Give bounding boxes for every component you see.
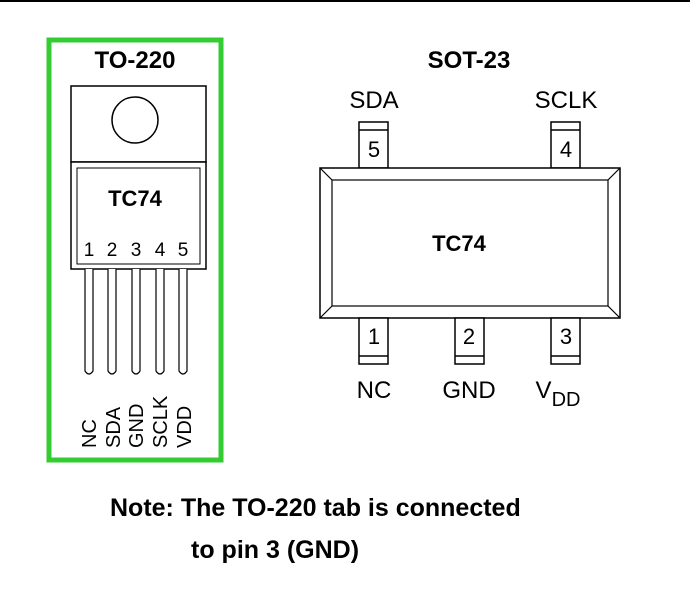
- to220-lead: [84, 269, 94, 375]
- sot23-body: [319, 167, 621, 319]
- to220-pin-name-nc: NC: [79, 419, 101, 448]
- to220-pin-name-sda: SDA: [103, 406, 125, 448]
- sot23-pin-name-sclk: SCLK: [535, 87, 598, 114]
- to220-mounting-hole: [111, 96, 159, 144]
- note-line-1: Note: The TO-220 tab is connected: [110, 494, 521, 522]
- to220-lead: [178, 269, 188, 375]
- sot23-chip-label: TC74: [432, 231, 487, 256]
- to220-lead: [107, 269, 117, 375]
- sot23-pin-name-vdd: VDD: [536, 377, 581, 411]
- sot23-pin-name-gnd: GND: [442, 377, 495, 404]
- sot23-pin-number-1: 1: [368, 324, 380, 349]
- to220-pin-number: 5: [178, 240, 189, 261]
- sot23-package: SOT-23 SDA SCLK 5 4 TC74 1 2 3 NC: [319, 47, 621, 411]
- to220-lead: [155, 269, 165, 375]
- to220-title: TO-220: [95, 47, 176, 74]
- to220-pin-number: 3: [131, 240, 142, 261]
- to220-lead: [131, 269, 141, 375]
- to220-leads: [84, 269, 188, 375]
- to220-chip-label: TC74: [108, 186, 163, 211]
- to220-pin-number: 4: [155, 240, 166, 261]
- sot23-pin-number-5: 5: [368, 137, 380, 162]
- sot23-pin-number-4: 4: [560, 137, 572, 162]
- sot23-pin-number-3: 3: [560, 324, 572, 349]
- to220-pin-name-sclk: SCLK: [150, 395, 172, 448]
- vdd-main: V: [536, 377, 552, 404]
- to220-pin-number: 1: [84, 240, 95, 261]
- to220-package: TO-220 TC74 1 2 3 4 5 NC SDA GND SCLK VD…: [46, 37, 224, 463]
- sot23-pin-name-sda: SDA: [349, 87, 398, 114]
- sot23-bevel-lines: [319, 167, 621, 319]
- note-line-2: to pin 3 (GND): [191, 536, 360, 564]
- to220-highlight-box: [46, 37, 224, 463]
- sot23-body-inner: [331, 179, 609, 307]
- to220-pin-number: 2: [107, 240, 118, 261]
- vdd-subscript: DD: [552, 389, 581, 411]
- sot23-title: SOT-23: [428, 47, 511, 74]
- to220-body: [70, 161, 207, 270]
- to220-pin-name-gnd: GND: [126, 404, 148, 448]
- to220-body-inner: [76, 167, 201, 265]
- sot23-pin-name-nc: NC: [357, 377, 392, 404]
- to220-pin-name-vdd: VDD: [174, 406, 196, 448]
- sot23-pin-number-2: 2: [463, 324, 475, 349]
